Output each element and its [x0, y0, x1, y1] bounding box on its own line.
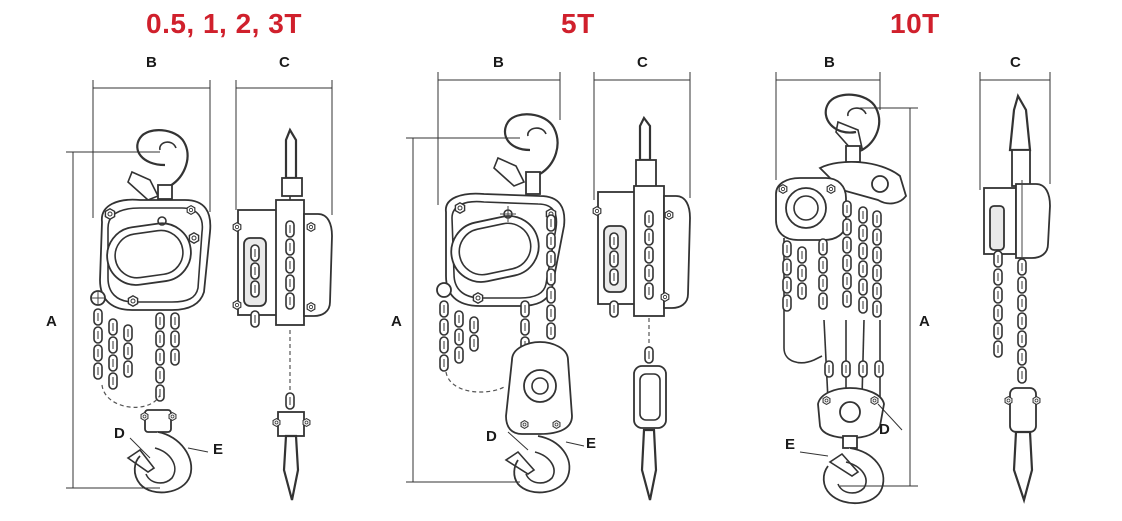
label-a-mid: A [391, 313, 402, 330]
hand-chain-left [93, 308, 133, 390]
label-e-large: E [785, 436, 796, 453]
label-c-mid: C [637, 54, 648, 71]
label-c-small: C [279, 54, 290, 71]
label-b-mid: B [493, 54, 504, 71]
dimension-lines-mid [406, 72, 691, 483]
label-a-large: A [919, 313, 930, 330]
title-mid-capacity: 5T [561, 8, 595, 39]
front-view-small-hoist [90, 129, 212, 494]
hand-chain-mid [439, 300, 479, 372]
side-view-small-hoist [232, 127, 333, 501]
load-chains-large [842, 200, 882, 318]
load-chain-small [155, 312, 180, 402]
side-view-large-hoist [983, 93, 1051, 504]
front-view-large-hoist [775, 93, 907, 505]
hand-chain-large [782, 238, 828, 312]
side-view-mid-hoist [592, 115, 691, 501]
title-large-capacity: 10T [890, 8, 940, 39]
label-a-small: A [46, 313, 57, 330]
label-d-large: D [879, 421, 890, 438]
label-b-large: B [824, 54, 835, 71]
label-c-large: C [1010, 54, 1021, 71]
front-view-mid-hoist [436, 113, 573, 494]
dimension-lines-small [66, 80, 333, 489]
label-d-small: D [114, 425, 125, 442]
title-small-capacity: 0.5, 1, 2, 3T [146, 8, 302, 39]
label-e-mid: E [586, 435, 597, 452]
label-b-small: B [146, 54, 157, 71]
label-d-mid: D [486, 428, 497, 445]
label-e-small: E [213, 441, 224, 458]
dimension-lines-large [775, 72, 1051, 487]
